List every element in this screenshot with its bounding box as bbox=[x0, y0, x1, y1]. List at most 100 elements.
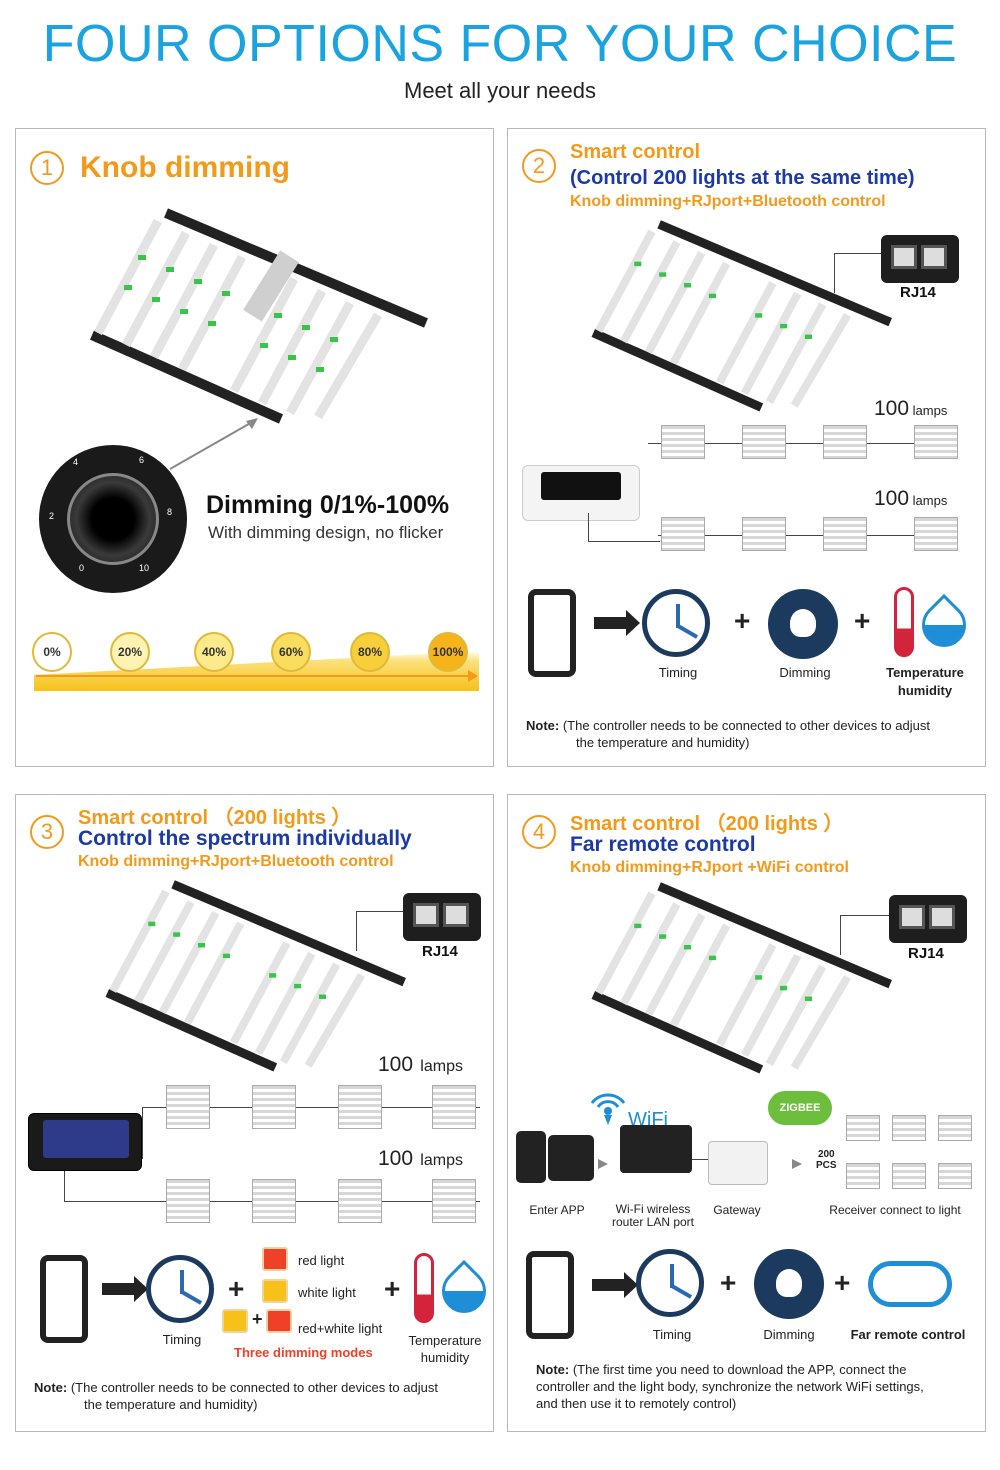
mini-lamp bbox=[338, 1179, 382, 1223]
red-light-label: red light bbox=[298, 1253, 345, 1268]
grow-light-image bbox=[591, 220, 892, 412]
page-subtitle: Meet all your needs bbox=[404, 78, 596, 103]
phone-wifi-icon bbox=[526, 1251, 574, 1339]
mini-lamp bbox=[432, 1085, 476, 1129]
mini-lamp bbox=[661, 425, 705, 459]
dimming-arrow-line bbox=[36, 675, 476, 677]
plus-icon: + bbox=[854, 605, 871, 636]
dimming-gradient-bar bbox=[34, 651, 479, 691]
zigbee-badge: ZIGBEE bbox=[768, 1091, 832, 1125]
arrow-icon bbox=[594, 610, 640, 636]
feature-humidity-label: humidity bbox=[897, 683, 953, 698]
panel-subheading: Knob dimming+RJport +WiFi control bbox=[570, 859, 849, 876]
mini-lamp bbox=[914, 425, 958, 459]
panel-heading: Knob dimming bbox=[80, 151, 290, 184]
feature-remote-label: Far remote control bbox=[850, 1327, 966, 1342]
thermometer-icon bbox=[414, 1253, 434, 1323]
level-20: 20% bbox=[110, 632, 150, 672]
feature-timing-label: Timing bbox=[658, 665, 698, 680]
panel-heading-2: Far remote control bbox=[570, 833, 756, 856]
page-title: FOUR OPTIONS FOR YOUR CHOICE bbox=[42, 15, 958, 73]
mini-lamp bbox=[742, 425, 786, 459]
mini-lamp bbox=[166, 1085, 210, 1129]
white-light-label: white light bbox=[298, 1285, 356, 1300]
thermometer-icon bbox=[894, 587, 914, 657]
mini-lamp bbox=[846, 1115, 880, 1141]
mini-lamp bbox=[846, 1163, 880, 1189]
grow-light-image bbox=[591, 882, 892, 1074]
plus-icon: + bbox=[384, 1273, 401, 1304]
red-light-swatch bbox=[266, 1309, 292, 1333]
level-60: 60% bbox=[271, 632, 311, 672]
three-modes-label: Three dimming modes bbox=[234, 1345, 373, 1360]
mini-lamp bbox=[914, 517, 958, 551]
mini-lamp bbox=[742, 517, 786, 551]
feature-timing-label: Timing bbox=[652, 1327, 692, 1342]
bulb-icon bbox=[768, 589, 838, 659]
note-text: Note: (The first time you need to downlo… bbox=[536, 1362, 907, 1377]
mini-lamp bbox=[432, 1179, 476, 1223]
panel-smart-control-bluetooth: 2 Smart control (Control 200 lights at t… bbox=[507, 128, 986, 767]
level-40: 40% bbox=[194, 632, 234, 672]
mini-lamp bbox=[823, 425, 867, 459]
feature-temperature-label: Temperature bbox=[886, 665, 964, 680]
option-number-badge: 1 bbox=[30, 151, 64, 185]
white-light-swatch bbox=[262, 1279, 288, 1303]
gateway-icon bbox=[708, 1141, 768, 1185]
arrow-icon bbox=[592, 1272, 638, 1298]
phone-app-icon bbox=[516, 1131, 546, 1183]
panel-heading: Smart control bbox=[570, 141, 701, 163]
router-icon bbox=[620, 1125, 692, 1173]
level-80: 80% bbox=[350, 632, 390, 672]
enter-app-label: Enter APP bbox=[529, 1203, 585, 1217]
lamps-count-row-1: 100 lamps bbox=[874, 397, 948, 420]
panel-knob-dimming: 1 Knob dimming bbox=[15, 128, 494, 767]
option-number-badge: 4 bbox=[522, 815, 556, 849]
feature-dimming-label: Dimming bbox=[763, 1327, 815, 1342]
water-drop-icon bbox=[432, 1259, 493, 1323]
lamps-count-row-2: 100 lamps bbox=[378, 1147, 463, 1170]
level-100: 100% bbox=[428, 632, 468, 672]
mini-lamp bbox=[938, 1115, 972, 1141]
mini-lamp bbox=[892, 1115, 926, 1141]
feature-temperature-label: Temperature bbox=[408, 1333, 482, 1348]
dimming-range-title: Dimming 0/1%-100% bbox=[206, 491, 450, 519]
clock-icon bbox=[642, 589, 710, 657]
panel-heading: Smart control （200 lights ） bbox=[78, 807, 352, 829]
mini-lamp bbox=[823, 517, 867, 551]
red-light-swatch bbox=[262, 1247, 288, 1271]
rj14-label: RJ14 bbox=[422, 943, 458, 960]
level-0: 0% bbox=[32, 632, 72, 672]
red-white-light-label: red+white light bbox=[298, 1321, 383, 1336]
phone-icon bbox=[528, 589, 576, 677]
dimming-range-subtitle: With dimming design, no flicker bbox=[208, 523, 444, 542]
clock-icon bbox=[636, 1249, 704, 1317]
lamps-count-row-2: 100 lamps bbox=[874, 487, 948, 510]
wifi-icon bbox=[590, 1093, 626, 1125]
gateway-label: Gateway bbox=[713, 1203, 761, 1217]
plus-icon: + bbox=[834, 1267, 851, 1298]
panel-spectrum-control: 3 Smart control （200 lights ） Control th… bbox=[15, 794, 494, 1432]
option-number-badge: 3 bbox=[30, 815, 64, 849]
rj14-port-icon bbox=[403, 893, 481, 941]
grow-light-image bbox=[105, 880, 406, 1072]
note-text-cont: the temperature and humidity) bbox=[576, 735, 750, 750]
mini-lamp bbox=[166, 1179, 210, 1223]
note-text-cont: controller and the light body, synchroni… bbox=[536, 1379, 924, 1394]
mini-lamp bbox=[252, 1179, 296, 1223]
note-text-cont-2: and then use it to remotely control) bbox=[536, 1396, 737, 1411]
knob-pointer-arrow bbox=[169, 418, 258, 470]
mini-lamp bbox=[938, 1163, 972, 1189]
feature-timing-label: Timing bbox=[162, 1332, 202, 1347]
mini-lamp bbox=[892, 1163, 926, 1189]
tablet-app-icon bbox=[548, 1135, 594, 1181]
panel-subheading: Knob dimming+RJport+Bluetooth control bbox=[570, 193, 886, 210]
panel-subheading: Knob dimming+RJport+Bluetooth control bbox=[78, 853, 394, 870]
option-number-badge: 2 bbox=[522, 149, 556, 183]
rj14-label: RJ14 bbox=[908, 945, 944, 962]
dimming-arrow-head bbox=[468, 670, 478, 682]
arrow-icon bbox=[102, 1276, 148, 1302]
panel-far-remote-control: 4 Smart control （200 lights ） Far remote… bbox=[507, 794, 986, 1432]
grow-light-image bbox=[89, 208, 428, 424]
